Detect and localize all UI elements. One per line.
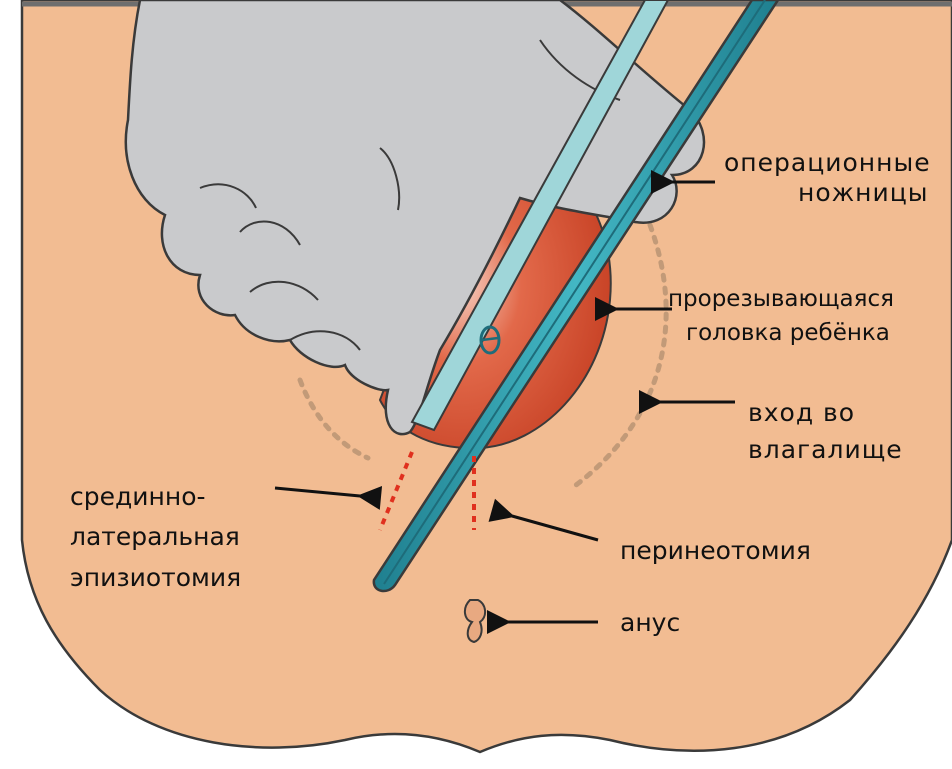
episiotomy-label-line2: латеральная bbox=[70, 524, 240, 549]
vaginal-entrance-label-line1: вход во bbox=[748, 400, 855, 425]
vaginal-entrance-label-line2: влагалище bbox=[748, 437, 903, 462]
episiotomy-label-line3: эпизиотомия bbox=[70, 565, 241, 590]
perineotomy-label: перинеотомия bbox=[620, 538, 811, 563]
baby-head-label-line2: головка ребёнка bbox=[686, 322, 890, 345]
baby-head-label-line1: прорезывающаяся bbox=[668, 288, 894, 311]
scissors-label-line2: ножницы bbox=[798, 180, 929, 205]
anus-label: анус bbox=[620, 610, 680, 635]
scissors-label-line1: операционные bbox=[724, 150, 931, 175]
episiotomy-label-line1: срединно- bbox=[70, 484, 206, 509]
